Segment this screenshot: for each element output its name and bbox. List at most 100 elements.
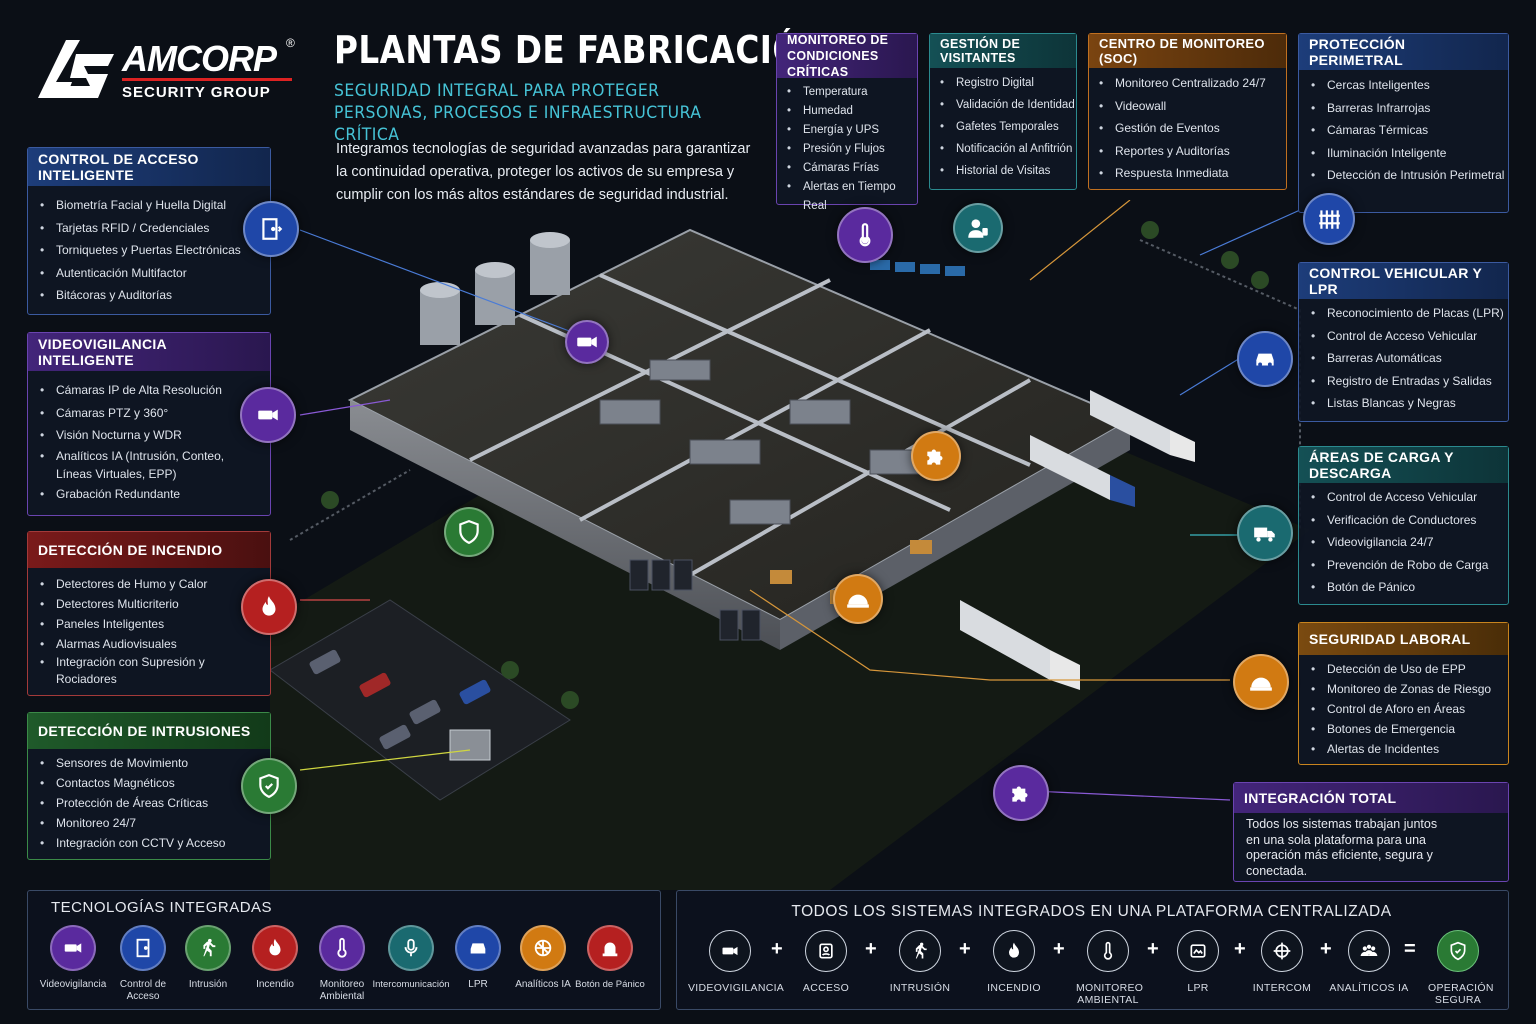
tech-item-lpr[interactable]: LPR [443,925,513,991]
list-item: Reportes y Auditorías [1099,140,1286,163]
platform-item-fire[interactable]: INCENDIO [972,930,1056,994]
list-item: Barreras Infrarrojas [1311,97,1508,120]
brand-tagline: SECURITY GROUP [122,84,271,101]
platform-item-lpr[interactable]: LPR [1156,930,1240,994]
list-item: Cámaras PTZ y 360° [40,402,270,425]
amcorp-logo-icon [38,40,114,98]
list-item: Cámaras Térmicas [1311,119,1508,142]
list-item: Biometría Facial y Huella Digital [40,194,270,217]
microphone-icon [388,925,434,971]
list-item: Humedad [787,102,917,121]
list-item: Videowall [1099,95,1286,118]
shield-icon[interactable] [241,758,297,814]
list-item: Analíticos IA (Intrusión, Conteo, Líneas… [40,447,241,483]
panel-title: GESTIÓN DE VISITANTES [930,34,1076,68]
list-item: Protección de Áreas Críticas [40,793,270,813]
puzzle-icon[interactable] [993,765,1049,821]
panel-visitor-management: GESTIÓN DE VISITANTES Registro Digital V… [929,33,1077,190]
panel-critical-conditions: MONITOREO DE CONDICIONES CRÍTICAS Temper… [776,33,918,212]
fence-icon[interactable] [1303,193,1355,245]
flame-icon [252,925,298,971]
puzzle-marker-icon[interactable] [911,431,961,481]
car-icon [455,925,501,971]
tech-label: Analíticos IA [515,979,571,990]
panel-list: Registro Digital Validación de Identidad… [930,68,1076,182]
tech-item-fire[interactable]: Incendio [240,925,310,991]
platform-item-intrusion[interactable]: INTRUSIÓN [878,930,962,994]
runner-icon [899,930,941,972]
list-item: Autenticación Multifactor [40,262,270,285]
list-item: Respuesta Inmediata [1099,162,1286,185]
camera-marker-icon[interactable] [565,320,609,364]
panel-list: Detección de Uso de EPP Monitoreo de Zon… [1299,655,1508,759]
list-item: Monitoreo de Zonas de Riesgo [1311,679,1508,699]
tech-item-environment[interactable]: Monitoreo Ambiental [307,925,377,1003]
panel-title: CONTROL DE ACCESO INTELIGENTE [28,148,270,186]
panel-title: CONTROL VEHICULAR Y LPR [1299,263,1508,299]
list-item: Integración con CCTV y Acceso [40,833,270,853]
hardhat-icon[interactable] [1233,654,1289,710]
plate-icon [1177,930,1219,972]
platform-label: ACCESO [802,982,850,994]
shield-marker-icon[interactable] [444,507,494,557]
runner-icon [185,925,231,971]
access-door-icon[interactable] [243,201,299,257]
panel-title: DETECCIÓN DE INCENDIO [28,532,270,568]
panel-total-integration: INTEGRACIÓN TOTAL Todos los sistemas tra… [1233,782,1509,882]
tech-label: Incendio [256,979,294,990]
platform-label: INCENDIO [987,982,1041,994]
panel-fire-detection: DETECCIÓN DE INCENDIO Detectores de Humo… [27,531,271,696]
tech-item-intercom[interactable]: Intercomunicación [372,925,450,991]
brain-icon [520,925,566,971]
flame-icon[interactable] [241,579,297,635]
tech-item-intrusion[interactable]: Intrusión [173,925,243,991]
visitor-icon[interactable] [953,203,1003,253]
platform-item-ai[interactable]: ANALÍTICOS IA [1327,930,1411,994]
list-item: Control de Acceso Vehicular [1311,325,1508,348]
tech-label: Intercomunicación [372,979,450,990]
platform-label: ANALÍTICOS IA [1329,982,1409,994]
platform-item-access[interactable]: ACCESO [784,930,868,994]
panel-access-control: CONTROL DE ACCESO INTELIGENTE Biometría … [27,147,271,315]
platform-item-environment[interactable]: MONITOREO AMBIENTAL [1066,930,1150,1006]
platform-result[interactable]: OPERACIÓN SEGURA [1416,930,1500,1006]
tech-item-panic[interactable]: Botón de Pánico [575,925,645,991]
list-item: Energía y UPS [787,121,917,140]
thermometer-icon[interactable] [837,207,893,263]
plus-sign: + [771,938,783,960]
list-item: Control de Acceso Vehicular [1311,486,1508,509]
panel-list: Detectores de Humo y Calor Detectores Mu… [28,568,270,688]
panel-title: CENTRO DE MONITOREO (SOC) [1089,34,1286,68]
list-item: Tarjetas RFID / Credenciales [40,217,270,240]
platform-label: INTERCOM [1252,982,1312,994]
list-item: Sensores de Movimiento [40,753,270,773]
panel-title: SEGURIDAD LABORAL [1299,623,1508,655]
brand-logo: AMCORP ® SECURITY GROUP [36,36,306,108]
panel-title: INTEGRACIÓN TOTAL [1234,783,1508,813]
camera-icon[interactable] [240,387,296,443]
people-icon [1348,930,1390,972]
panel-title: MONITOREO DE CONDICIONES CRÍTICAS [777,33,917,79]
intro-text: Integramos tecnologías de seguridad avan… [336,141,751,203]
plus-sign: + [959,938,971,960]
car-icon[interactable] [1237,331,1293,387]
panel-list: Control de Acceso Vehicular Verificación… [1299,483,1508,599]
truck-icon[interactable] [1237,505,1293,561]
list-item: Control de Aforo en Áreas [1311,699,1508,719]
panel-list: Sensores de Movimiento Contactos Magnéti… [28,749,270,853]
list-item: Monitoreo 24/7 [40,813,270,833]
list-item: Gestión de Eventos [1099,117,1286,140]
list-item: Registro Digital [940,72,1076,94]
platform-item-intercom[interactable]: INTERCOM [1240,930,1324,994]
plus-sign: + [1320,938,1332,960]
tech-item-access[interactable]: Control de Acceso [108,925,178,1003]
platform-item-video[interactable]: VIDEOVIGILANCIA [688,930,784,994]
panel-list: Biometría Facial y Huella Digital Tarjet… [28,186,270,307]
tech-item-video[interactable]: Videovigilancia [38,925,108,991]
list-item: Paneles Inteligentes [40,614,270,634]
hardhat-marker-icon[interactable] [833,574,883,624]
camera-icon [50,925,96,971]
tech-item-ai[interactable]: Analíticos IA [508,925,578,991]
list-item: Monitoreo Centralizado 24/7 [1099,72,1286,95]
list-item: Verificación de Conductores [1311,509,1508,532]
